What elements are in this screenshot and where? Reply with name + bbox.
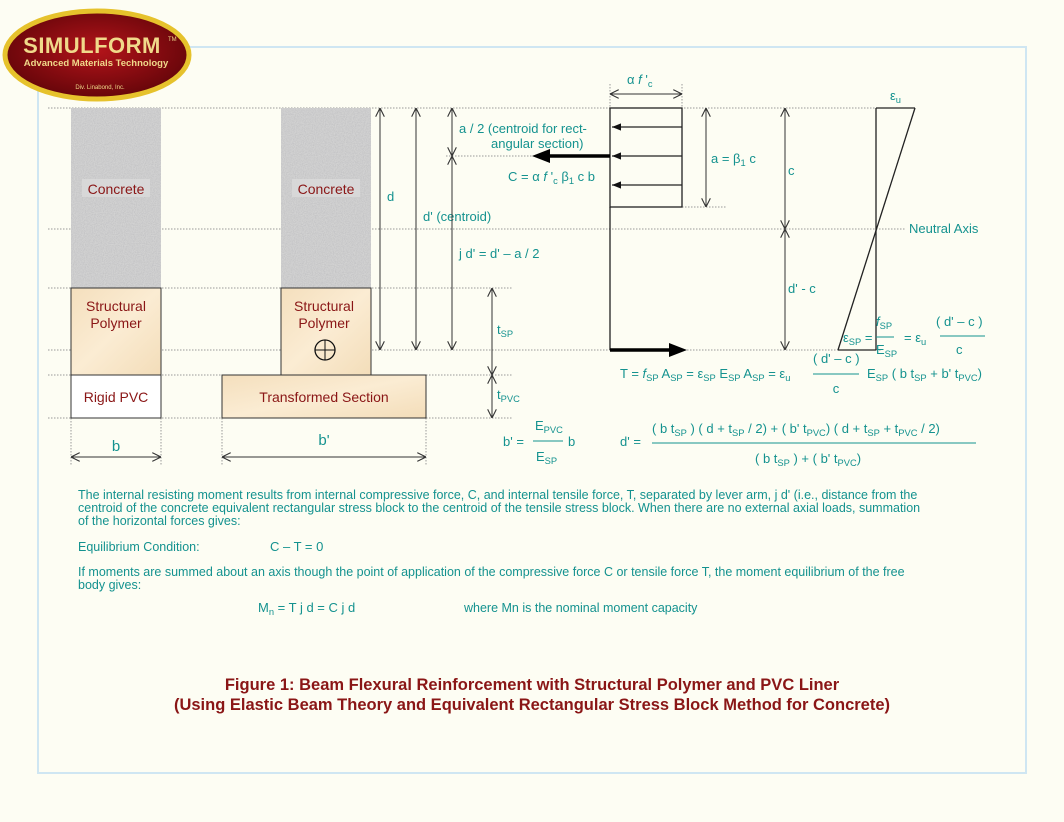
reference-lines [48, 84, 905, 465]
T-equation-lhs: T = fSP ASP = εSP ESP ASP = εu [620, 366, 790, 383]
paragraph-line: of the horizontal forces gives: [78, 514, 241, 528]
eps-u-term: = εu [904, 330, 926, 347]
polymer-label: Structural [294, 298, 354, 314]
dprime-numerator: ( b tSP ) ( d + tSP / 2) + ( b' tPVC) ( … [652, 421, 940, 438]
T-fraction-denominator: c [833, 381, 840, 396]
simulform-logo: SIMULFORM TM Advanced Materials Technolo… [2, 8, 192, 102]
centroid-icon [314, 339, 336, 361]
dmc-numerator: ( d' – c ) [936, 314, 983, 329]
neutral-axis-label: Neutral Axis [909, 221, 979, 236]
eps-sp-equation: εSP = [843, 330, 872, 347]
stress-rectangle [609, 107, 683, 208]
paragraph-line: centroid of the concrete equivalent rect… [78, 501, 920, 515]
moment-note: where Mn is the nominal moment capacity [463, 601, 698, 615]
bprime-b: b [568, 434, 575, 449]
structural-polymer-block [70, 287, 162, 376]
beam-section-transformed: Concrete Structural Polymer Transformed … [221, 108, 427, 457]
esp-denominator: ESP [876, 342, 897, 359]
polymer-label: Polymer [90, 315, 142, 331]
width-b-label: b [112, 438, 120, 455]
pvc-label: Rigid PVC [84, 389, 149, 405]
compression-force-label: C = α f 'c β1 c b [508, 169, 595, 186]
transformed-section-label: Transformed Section [259, 389, 388, 405]
lever-arm-label: j d' = d' – a / 2 [458, 246, 540, 261]
width-bprime-label: b' [318, 432, 329, 449]
dprime-denominator: ( b tSP ) + ( b' tPVC) [755, 451, 861, 468]
dprime-label: d' (centroid) [423, 209, 491, 224]
eps-u-label: εu [890, 88, 901, 105]
logo-tm: TM [168, 37, 177, 43]
alpha-fc-label: α f 'c [627, 72, 653, 89]
rigid-pvc-block [70, 374, 162, 419]
bprime-lhs: b' = [503, 434, 524, 449]
depth-dimensions: d d' (centroid) a / 2 (centroid for rect… [380, 108, 587, 418]
logo-brand: SIMULFORM [23, 33, 161, 58]
T-fraction-numerator: ( d' – c ) [813, 351, 860, 366]
bprime-equation: b' = EPVC ESP b [503, 418, 575, 466]
polymer-label: Structural [86, 298, 146, 314]
paragraph-line: If moments are summed about an axis thou… [78, 565, 905, 579]
tsp-label: tSP [497, 322, 513, 339]
stress-block: α f 'c C = α f 'c β1 c b a = β1 c c d' -… [508, 72, 816, 357]
logo-division: Div. Linabond, Inc. [75, 85, 125, 91]
transformed-section-block [221, 374, 427, 419]
d-label: d [387, 189, 394, 204]
esp-denominator: ESP [536, 449, 557, 466]
equilibrium-equation: C – T = 0 [270, 539, 323, 554]
logo-tagline: Advanced Materials Technology [24, 58, 169, 69]
beam-section-original: Concrete Structural Polymer Rigid PVC b [70, 108, 162, 457]
dprime-equation: d' = ( b tSP ) ( d + tSP / 2) + ( b' tPV… [620, 421, 976, 468]
tension-force-equation: T = fSP ASP = εSP ESP ASP = εu ( d' – c … [620, 351, 982, 396]
tpvc-label: tPVC [497, 387, 520, 404]
dprime-minus-c-label: d' - c [788, 281, 816, 296]
concrete-block [281, 108, 371, 288]
a-half-label: angular section) [491, 136, 584, 151]
figure-caption-line1: Figure 1: Beam Flexural Reinforcement wi… [225, 676, 840, 694]
epvc-numerator: EPVC [535, 418, 563, 435]
moment-equation: Mn = T j d = C j d [258, 600, 355, 617]
dprime-lhs: d' = [620, 434, 641, 449]
fsp-numerator: fSP [876, 314, 892, 331]
figure-caption-line2: (Using Elastic Beam Theory and Equivalen… [174, 696, 890, 714]
figure-frame [37, 46, 1027, 774]
paragraph-line: body gives: [78, 578, 141, 592]
equilibrium-label: Equilibrium Condition: [78, 540, 200, 554]
paragraph-line: The internal resisting moment results fr… [78, 488, 917, 502]
a-half-label: a / 2 (centroid for rect- [459, 121, 587, 136]
explanation-text: The internal resisting moment results fr… [78, 488, 920, 617]
concrete-label: Concrete [298, 181, 355, 197]
c-denominator: c [956, 342, 963, 357]
c-label: c [788, 163, 795, 178]
a-label: a = β1 c [711, 151, 756, 168]
T-equation-tail: ESP ( b tSP + b' tPVC) [867, 366, 982, 383]
concrete-label: Concrete [88, 181, 145, 197]
strain-diagram: εu Neutral Axis εSP = fSP ESP = εu ( d' … [837, 88, 985, 359]
polymer-label: Polymer [298, 315, 350, 331]
